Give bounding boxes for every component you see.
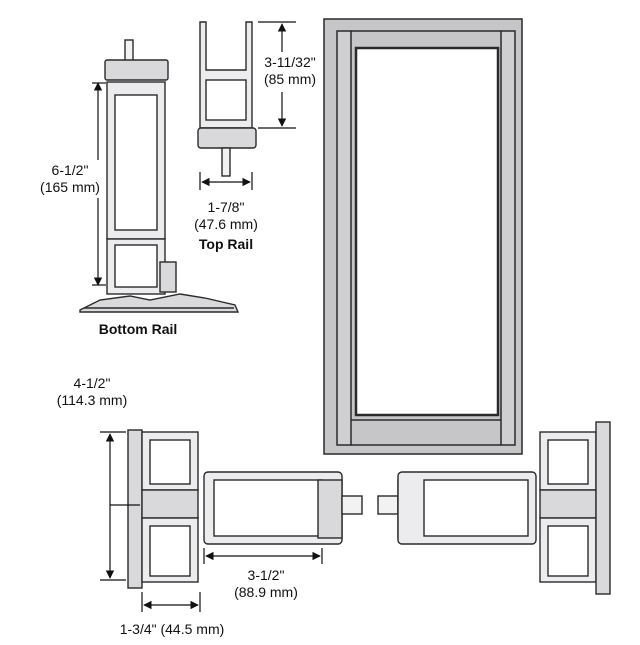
stile-depth-imperial: 4-1/2" — [74, 375, 111, 391]
top-rail-height-metric: (85 mm) — [264, 71, 316, 87]
bottom-rail-caption: Bottom Rail — [99, 321, 178, 337]
top-rail-section — [197, 21, 257, 177]
threshold — [79, 293, 240, 313]
sweep-clip — [159, 261, 177, 293]
bottom-rail-dim-metric: (165 mm) — [40, 179, 100, 195]
top-rail-width-metric: (47.6 mm) — [194, 216, 258, 232]
door-elevation — [323, 18, 523, 455]
top-rail-height-imperial: 3-11/32" — [264, 54, 315, 70]
dim-label-bg — [43, 160, 99, 198]
face-width-label: 1-3/4" (44.5 mm) — [120, 621, 225, 637]
glass-pane-right — [377, 495, 399, 515]
bottom-rail-section — [79, 39, 240, 313]
stile-width-imperial: 3-1/2" — [248, 567, 285, 583]
left-stile-section — [203, 471, 363, 545]
right-stile-section — [377, 471, 537, 545]
top-rail-bead — [197, 127, 257, 149]
right-jamb-section — [539, 421, 611, 595]
stile-dimensions — [100, 431, 323, 612]
stile-width-metric: (88.9 mm) — [234, 584, 298, 600]
stile-depth-metric: (114.3 mm) — [57, 392, 128, 408]
left-jamb-section — [127, 429, 199, 589]
bottom-rail-dim-imperial: 6-1/2" — [52, 162, 89, 178]
door-left-stile — [336, 30, 352, 446]
top-rail-width-imperial: 1-7/8" — [208, 199, 245, 215]
top-rail-caption: Top Rail — [199, 236, 253, 252]
glass-pane-left — [341, 495, 363, 515]
top-dim-label-bg — [262, 52, 320, 92]
door-right-stile — [500, 30, 516, 446]
glazing-bead — [104, 59, 169, 81]
glass-pane-top — [221, 147, 231, 177]
door-glass-lite — [354, 46, 500, 417]
